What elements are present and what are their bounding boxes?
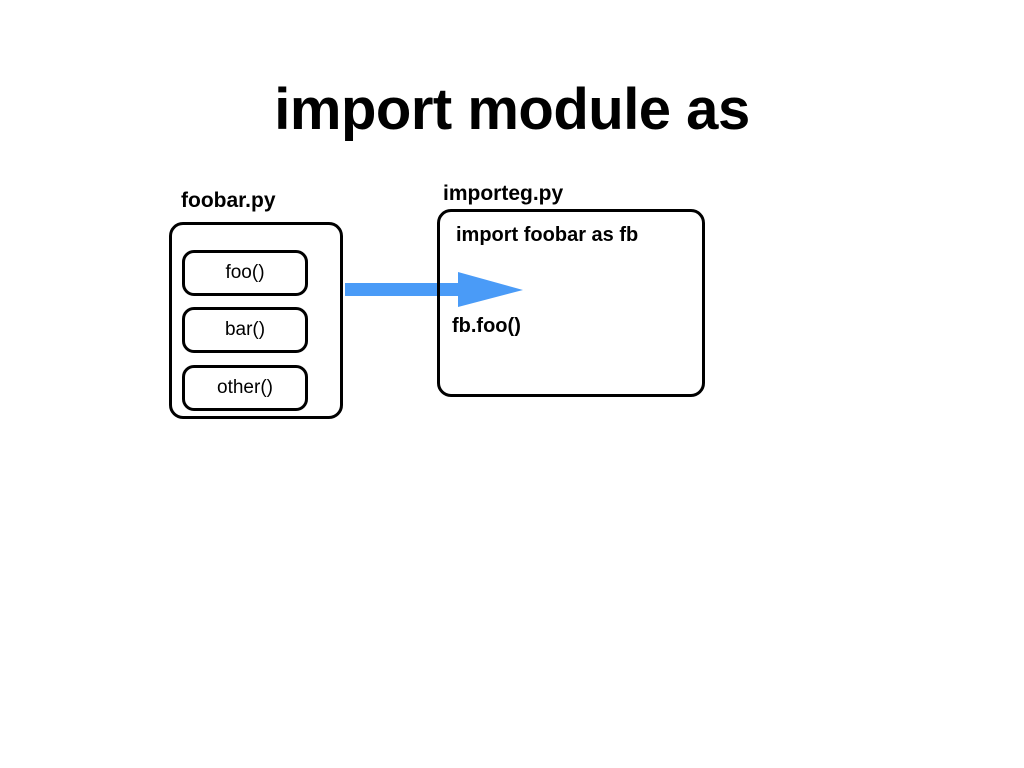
- slide-title: import module as: [274, 77, 750, 142]
- module-file-box: foo() bar() other(): [169, 222, 343, 419]
- function-foo-box: foo(): [182, 250, 308, 296]
- function-other-box: other(): [182, 365, 308, 411]
- script-file-label: importeg.py: [443, 182, 564, 205]
- arrow-shaft: [345, 283, 461, 296]
- function-bar-box: bar(): [182, 307, 308, 353]
- script-file-box: import foobar as fb fb.foo(): [437, 209, 705, 397]
- function-call: fb.foo(): [452, 315, 521, 337]
- arrow-head: [458, 272, 523, 307]
- import-statement: import foobar as fb: [456, 224, 639, 246]
- module-file-label: foobar.py: [181, 189, 276, 212]
